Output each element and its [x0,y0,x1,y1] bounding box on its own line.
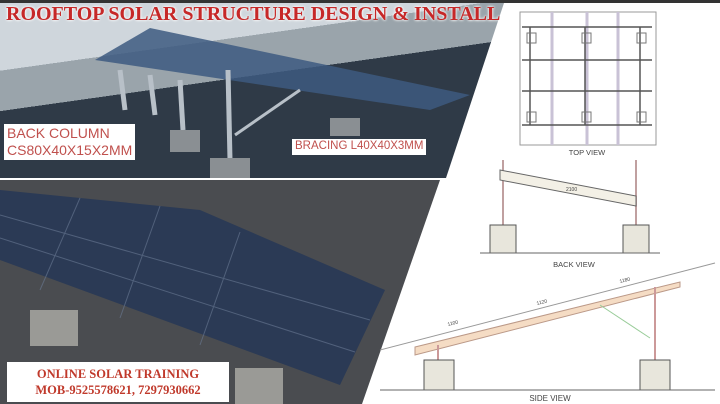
side-view-dimension-2: 1120 [536,298,548,306]
side-view-drawing [379,262,716,391]
back-view-dimension: 2100 [566,187,577,193]
back-column-label: BACK COLUMN [7,125,110,141]
back-column-callout: BACK COLUMN CS80X40X15X2MM [4,124,136,160]
training-title: ONLINE SOLAR TRAINING [36,367,200,381]
contact-numbers: MOB-9525578621, 7297930662 [35,383,201,397]
back-view-drawing [480,160,660,254]
training-contact-banner: ONLINE SOLAR TRAINING MOB-9525578621, 72… [7,362,229,402]
page-title: ROOFTOP SOLAR STRUCTURE DESIGN & INSTALL [6,3,501,25]
bracing-callout: BRACING L40X40X3MM [292,139,427,155]
back-column-spec: CS80X40X15X2MM [7,142,133,158]
top-view-label: TOP VIEW [569,148,606,157]
side-view-label: SIDE VIEW [529,394,571,403]
back-view-label: BACK VIEW [553,260,596,269]
top-view-drawing [519,11,657,146]
side-view-dimension-1: 1180 [619,276,631,284]
side-view-dimension-3: 1100 [447,319,459,327]
